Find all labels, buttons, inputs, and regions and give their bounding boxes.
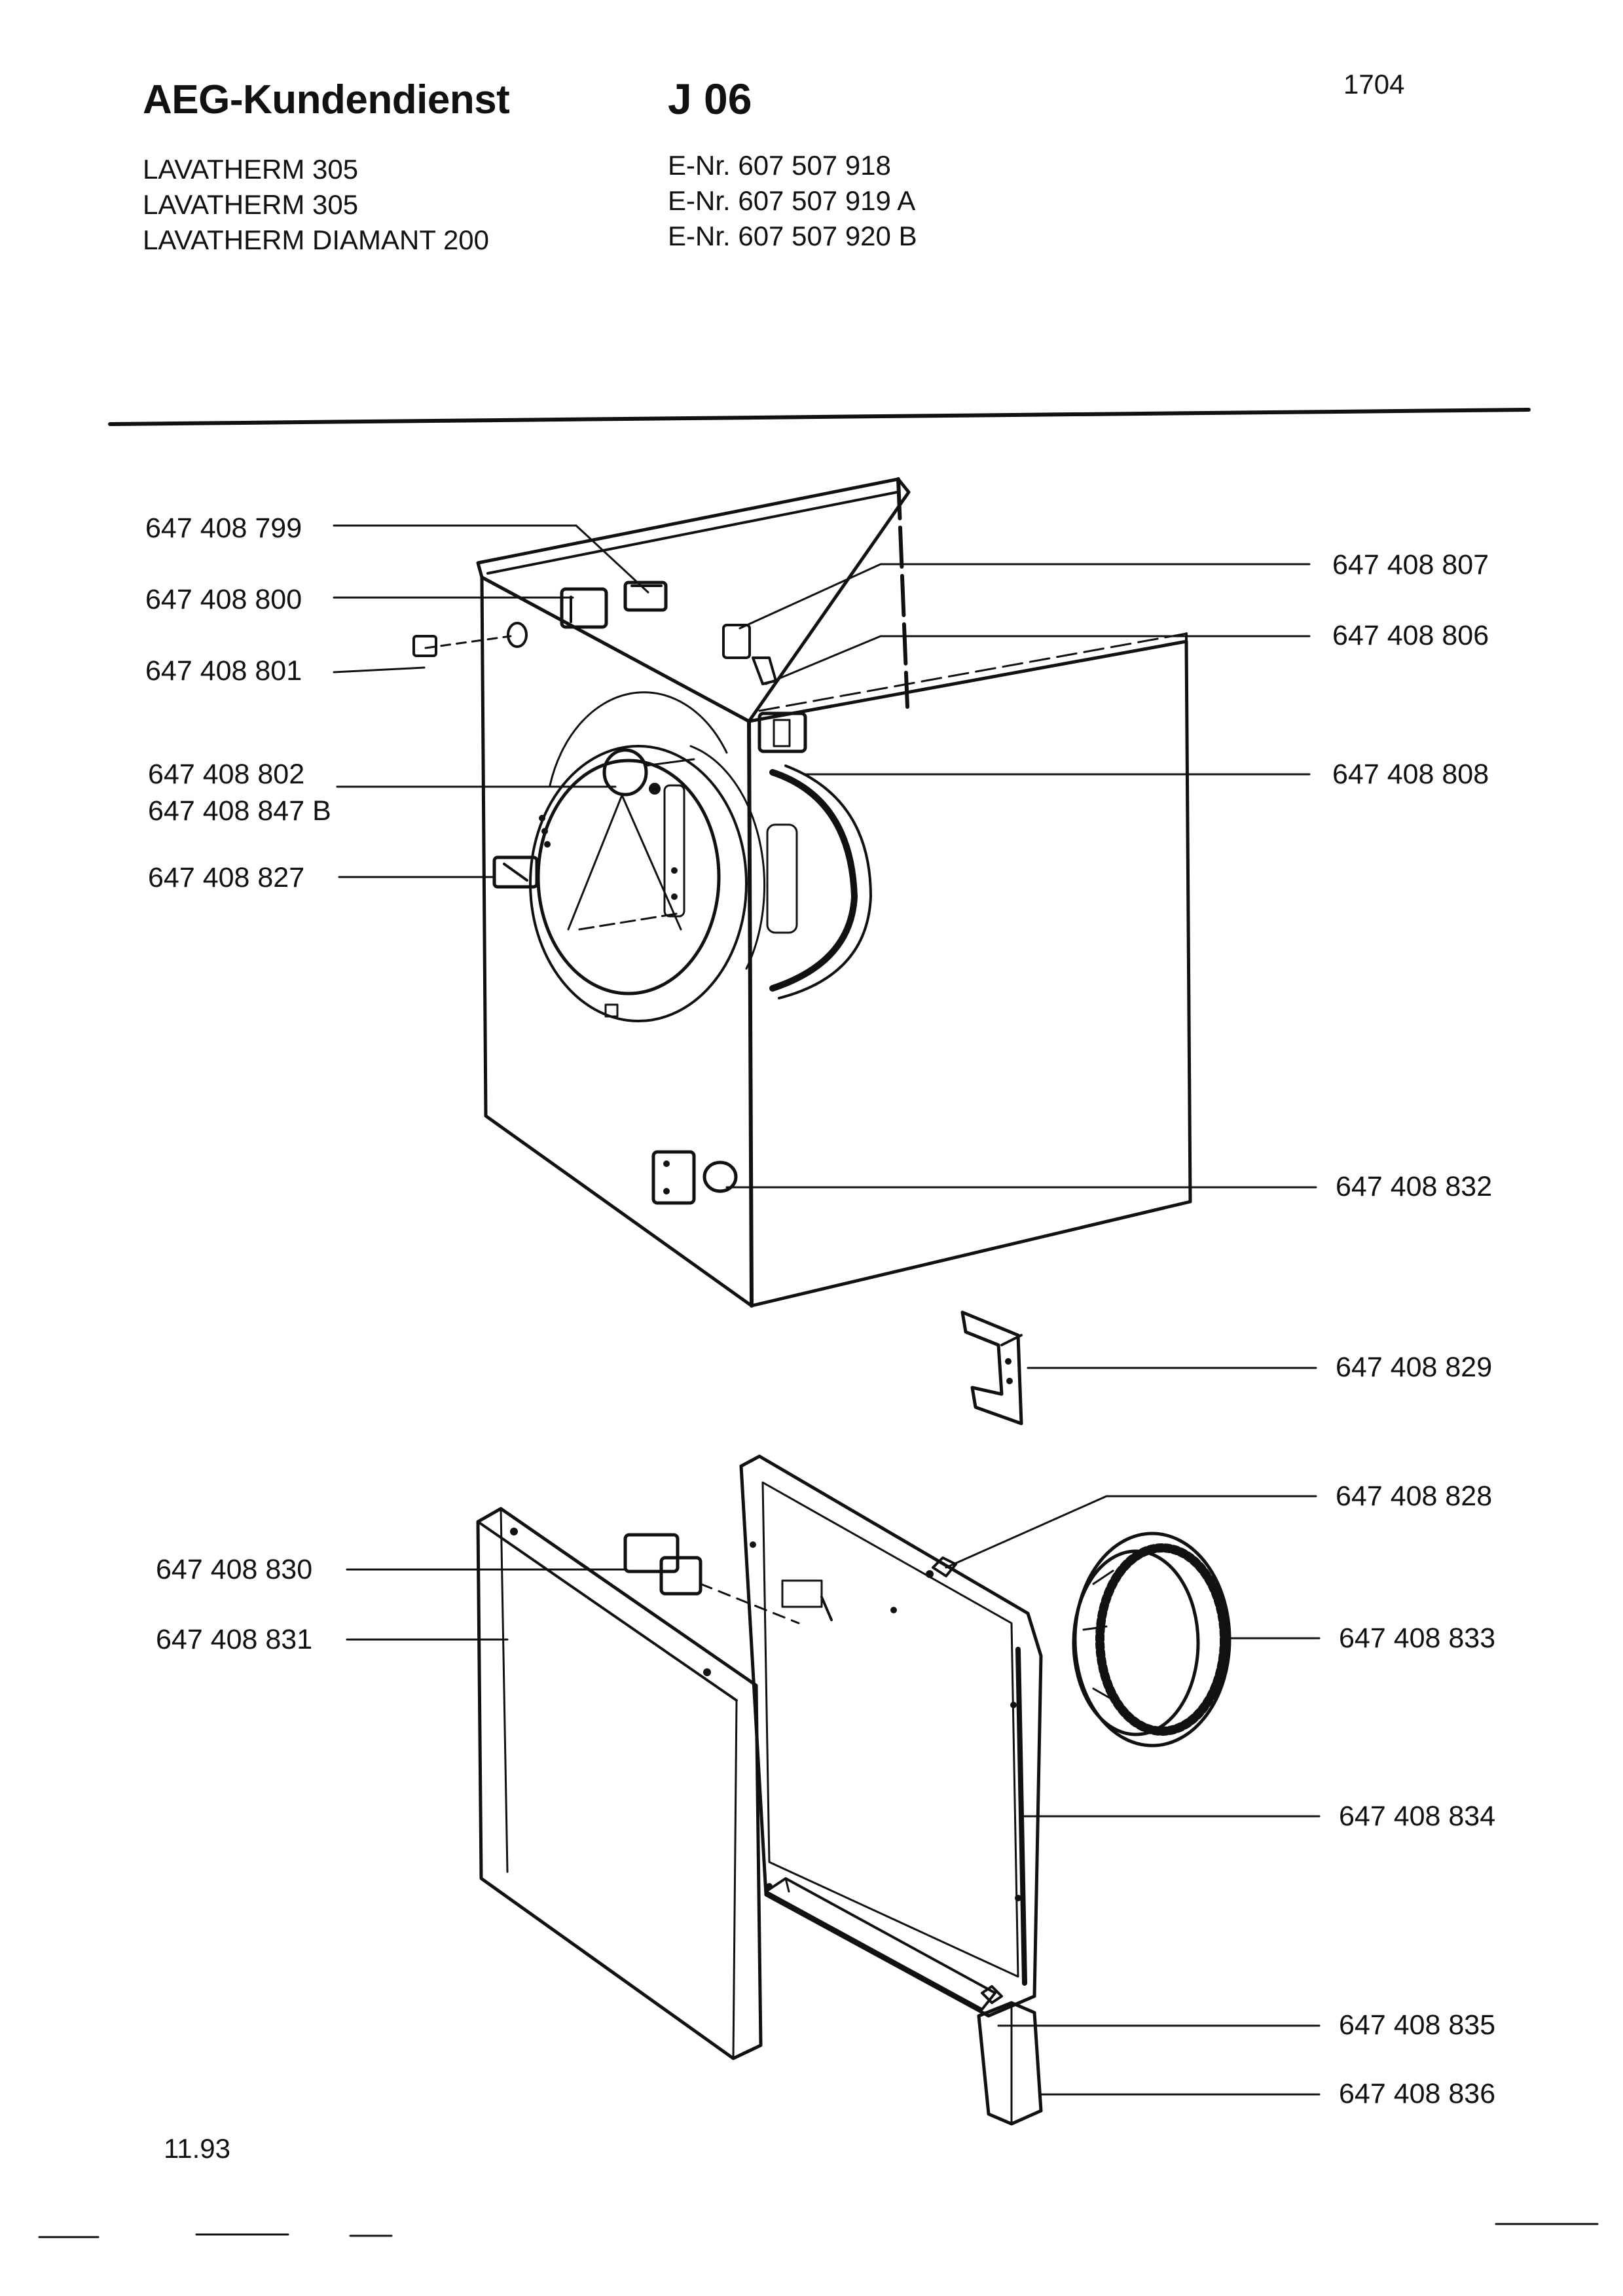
brand-title: AEG-Kundendienst <box>143 77 510 122</box>
model-name: LAVATHERM DIAMANT 200 <box>143 224 490 255</box>
part-number-label: 647 408 828 <box>1336 1480 1493 1512</box>
part-number-label: 647 408 832 <box>1336 1171 1493 1202</box>
header-divider <box>108 408 1531 426</box>
model-e-nr: E-Nr. 607 507 920 B <box>668 221 917 251</box>
cabinet-drawing <box>412 477 1192 1308</box>
model-e-nr: E-Nr. 607 507 919 A <box>668 185 916 216</box>
model-e-nr: E-Nr. 607 507 918 <box>668 150 891 181</box>
part-number-label: 647 408 836 <box>1339 2078 1496 2109</box>
part-number-label: 647 408 827 <box>148 862 305 893</box>
part-number-label: 647 408 830 <box>156 1554 313 1585</box>
part-number-label: 647 408 807 <box>1332 549 1489 581</box>
part-number-label: 647 408 802 <box>148 759 305 790</box>
model-name: LAVATHERM 305 <box>143 189 359 220</box>
group-code: J 06 <box>668 75 752 123</box>
part-number-label: 647 408 831 <box>156 1624 313 1655</box>
part-number-label: 647 408 799 <box>145 512 302 544</box>
footer-marks <box>38 2223 1599 2238</box>
part-number-label: 647 408 806 <box>1332 620 1489 651</box>
page-number: 1704 <box>1343 69 1405 99</box>
fan-ring-drawing <box>1072 1532 1231 1748</box>
part-number-label: 647 408 801 <box>145 655 302 687</box>
part-number-label: 647 408 829 <box>1336 1352 1493 1383</box>
model-name: LAVATHERM 305 <box>143 154 359 185</box>
part-number-label: 647 408 835 <box>1339 2009 1496 2041</box>
part-number-label: 647 408 834 <box>1339 1801 1496 1832</box>
part-number-label: 647 408 800 <box>145 584 302 615</box>
part-number-label: 647 408 833 <box>1339 1623 1496 1654</box>
kick-plate-drawing <box>977 1985 1043 2126</box>
part-number-label: 647 408 808 <box>1332 759 1489 790</box>
front-door-drawing <box>476 1507 800 2060</box>
part-number-label: 647 408 847 B <box>148 795 331 827</box>
door-frame-drawing <box>739 1454 1043 2018</box>
leader-lines <box>333 524 1321 2096</box>
revision-date: 11.93 <box>164 2133 230 2164</box>
bracket-drawing <box>960 1310 1023 1426</box>
